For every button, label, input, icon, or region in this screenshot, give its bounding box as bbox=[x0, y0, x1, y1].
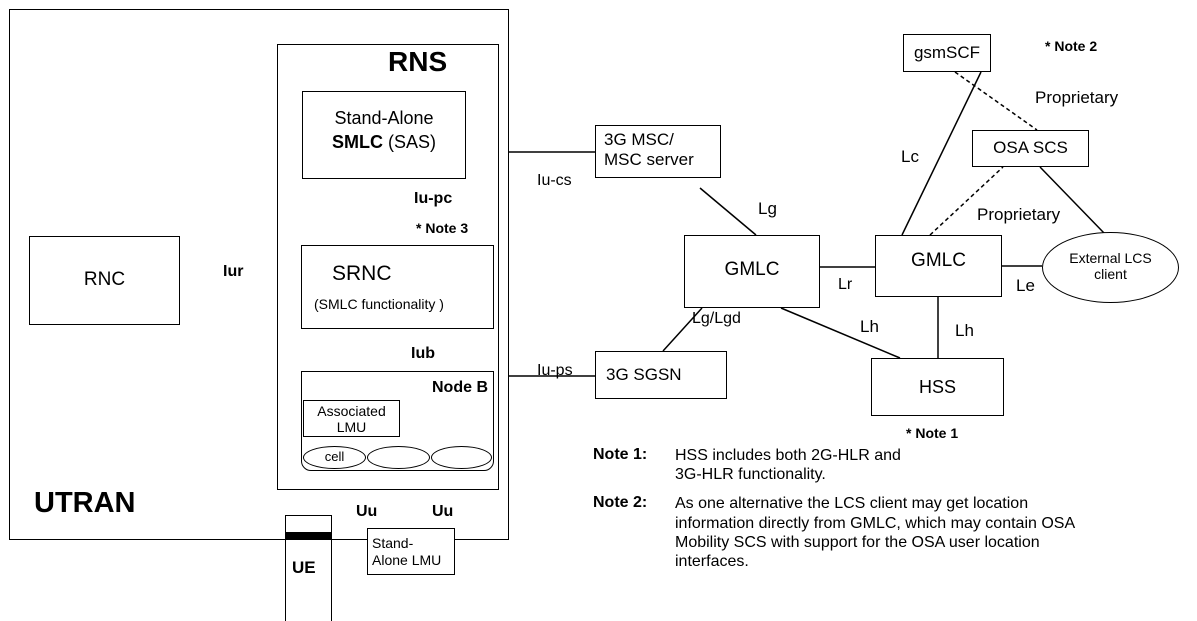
standalone-lmu-line1: Stand- bbox=[372, 535, 414, 551]
sas-line2: SMLC (SAS) bbox=[331, 132, 436, 152]
ue-device: UE bbox=[285, 515, 332, 621]
cell-label: cell bbox=[324, 449, 345, 464]
srnc-subtitle: (SMLC functionality ) bbox=[314, 296, 444, 312]
gsmscf-label: gsmSCF bbox=[913, 43, 981, 62]
notes-section: Note 1: HSS includes both 2G-HLR and 3G-… bbox=[593, 446, 1095, 581]
sas-line1: Stand-Alone bbox=[334, 108, 434, 128]
srnc-box: SRNC (SMLC functionality ) bbox=[301, 245, 494, 329]
rnc-box: RNC bbox=[29, 236, 180, 325]
note-2: Note 2: As one alternative the LCS clien… bbox=[593, 494, 1095, 571]
cell-ellipse-1: cell bbox=[303, 446, 366, 469]
gmlc1-box: GMLC bbox=[684, 235, 820, 308]
hss-label: HSS bbox=[918, 377, 956, 397]
hss-box: HSS bbox=[871, 358, 1004, 416]
gmlc1-label: GMLC bbox=[724, 259, 780, 280]
lglgd-label: Lg/Lgd bbox=[692, 310, 741, 327]
uu-label-1: Uu bbox=[356, 503, 378, 520]
sas-box: Stand-Alone SMLC (SAS) bbox=[302, 91, 466, 179]
ue-bar bbox=[285, 532, 332, 540]
external-lcs-line2: client bbox=[1094, 266, 1127, 282]
lg-label: Lg bbox=[758, 199, 777, 218]
lr-label: Lr bbox=[838, 276, 853, 293]
proprietary-gsmscf-osa-line bbox=[954, 71, 1038, 131]
msc-box: 3G MSC/ MSC server bbox=[595, 125, 721, 178]
lc-label: Lc bbox=[901, 147, 919, 166]
note1-ref: * Note 1 bbox=[906, 425, 959, 441]
cell-ellipse-3 bbox=[431, 446, 492, 469]
nodeb-box: Node B Associated LMU cell bbox=[301, 371, 494, 471]
utran-label: UTRAN bbox=[34, 487, 136, 519]
uu-label-2: Uu bbox=[432, 503, 454, 520]
ue-label: UE bbox=[292, 558, 316, 577]
lc-line bbox=[901, 71, 982, 236]
rns-label: RNS bbox=[388, 46, 448, 77]
note-1-label: Note 1: bbox=[593, 446, 648, 463]
iups-label: Iu-ps bbox=[537, 362, 573, 379]
associated-lmu-box: Associated LMU bbox=[303, 400, 400, 437]
note-2-label: Note 2: bbox=[593, 494, 648, 512]
external-lcs-line1: External LCS bbox=[1069, 250, 1152, 266]
iucs-label: Iu-cs bbox=[537, 172, 572, 189]
iub-label: Iub bbox=[411, 345, 435, 362]
external-lcs-client-ellipse: External LCS client bbox=[1042, 232, 1179, 303]
lh-label-1: Lh bbox=[860, 317, 879, 336]
osa-scs-label: OSA SCS bbox=[993, 138, 1068, 157]
note-1-text: HSS includes both 2G-HLR and 3G-HLR func… bbox=[675, 447, 901, 484]
proprietary-label-2: Proprietary bbox=[977, 205, 1061, 224]
lh-label-2: Lh bbox=[955, 321, 974, 340]
rnc-label: RNC bbox=[83, 269, 126, 290]
note2-ref: * Note 2 bbox=[1045, 38, 1098, 54]
lglgd-line bbox=[662, 307, 703, 352]
standalone-lmu-box: Stand- Alone LMU bbox=[367, 528, 455, 575]
associated-lmu-line1: Associated bbox=[317, 403, 386, 419]
le-label: Le bbox=[1016, 276, 1035, 295]
gsmscf-box: gsmSCF bbox=[903, 34, 991, 72]
associated-lmu-line2: LMU bbox=[336, 419, 367, 435]
note3-ref: * Note 3 bbox=[416, 220, 469, 236]
lg-line bbox=[699, 187, 757, 236]
note-1: Note 1: HSS includes both 2G-HLR and 3G-… bbox=[593, 446, 1095, 484]
iupc-label: Iu-pc bbox=[414, 190, 453, 207]
sgsn-box: 3G SGSN bbox=[595, 351, 727, 399]
msc-line2: MSC server bbox=[604, 150, 694, 169]
gmlc2-box: GMLC bbox=[875, 235, 1002, 297]
srnc-title: SRNC bbox=[332, 262, 392, 285]
lh-gmlc1-hss-line bbox=[780, 307, 901, 359]
iur-label: Iur bbox=[223, 263, 244, 280]
msc-line1: 3G MSC/ bbox=[604, 130, 674, 149]
osa-external-line bbox=[1039, 166, 1105, 234]
proprietary-label-1: Proprietary bbox=[1035, 88, 1119, 107]
cell-ellipse-2 bbox=[367, 446, 430, 469]
osa-scs-box: OSA SCS bbox=[972, 130, 1089, 167]
proprietary-gmlc-osa-line bbox=[929, 166, 1004, 236]
note-2-text: As one alternative the LCS client may ge… bbox=[675, 495, 1075, 570]
gmlc2-label: GMLC bbox=[911, 250, 966, 271]
sgsn-label: 3G SGSN bbox=[606, 365, 682, 384]
standalone-lmu-line2: Alone LMU bbox=[372, 552, 442, 568]
nodeb-label: Node B bbox=[432, 379, 488, 396]
